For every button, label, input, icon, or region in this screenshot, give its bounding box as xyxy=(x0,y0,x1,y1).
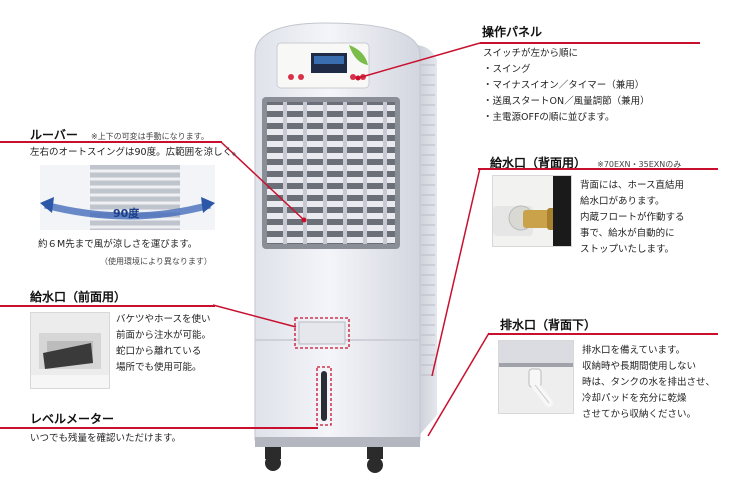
louver-title: ルーバー xyxy=(30,128,78,142)
panel-line-1: スイッチが左から順に xyxy=(483,48,579,59)
level-underline xyxy=(0,427,318,429)
drain-line-2: 収納時や長期間使用しない xyxy=(582,361,697,372)
inlet-back-note: ※70EXN・35EXNのみ xyxy=(597,160,682,169)
louver-distance: 約６M先まで風が涼しさを運びます。 xyxy=(38,239,198,250)
panel-description: スイッチが左から順に ・スイング ・マイナスイオン／タイマー（兼用） ・送風スタ… xyxy=(483,46,723,126)
louver-description: 左右のオートスイングは90度。広範囲を涼しく。 xyxy=(30,147,242,158)
drain-description: 排水口を備えています。 収納時や長期間使用しない 時は、タンクの水を排出させ、 … xyxy=(582,343,730,423)
louver-distance-note: （使用環境により異なります） xyxy=(100,257,212,266)
inlet-front-description: バケツやホースを使い 前面から注水が可能。 蛇口から離れている 場所でも使用可能… xyxy=(116,312,236,376)
drain-leader-line xyxy=(427,332,490,437)
panel-leader-line xyxy=(355,42,481,81)
level-title: レベルメーター xyxy=(30,412,115,426)
inlet-back-title: 給水口（背面用） xyxy=(490,156,587,170)
panel-line-3: ・マイナスイオン／タイマー（兼用） xyxy=(483,80,645,91)
inlet-back-line-2: 給水口があります。 xyxy=(580,196,665,207)
louver-angle-label: 90度 xyxy=(113,207,140,220)
drain-underline xyxy=(488,333,718,335)
louver-leader-line xyxy=(220,141,307,223)
inlet-front-line-1: バケツやホースを使い xyxy=(116,314,211,325)
inlet-back-line-1: 背面には、ホース直結用 xyxy=(580,180,685,191)
drain-line-3: 時は、タンクの水を排出させ、 xyxy=(582,377,716,388)
louver-heading: ルーバー ※上下の可変は手動になります。 xyxy=(30,124,209,143)
inlet-back-line-5: ストップいたします。 xyxy=(580,244,675,255)
inlet-back-heading: 給水口（背面用） ※70EXN・35EXNのみ xyxy=(490,152,681,171)
inlet-front-photo xyxy=(30,312,110,389)
drain-title: 排水口（背面下） xyxy=(500,318,597,332)
drain-line-4: 冷却パッドを充分に乾燥 xyxy=(582,393,687,404)
inlet-front-line-2: 前面から注水が可能。 xyxy=(116,330,212,341)
inlet-back-photo xyxy=(492,175,572,247)
inlet-back-leader-line xyxy=(431,167,481,377)
panel-underline xyxy=(480,42,700,44)
louver-underline xyxy=(0,141,222,143)
panel-line-5: ・主電源OFFの順に並びます。 xyxy=(483,112,615,123)
inlet-back-description: 背面には、ホース直結用 給水口があります。 内蔵フロートが作動する 事で、給水が… xyxy=(580,178,730,258)
air-cooler-illustration xyxy=(254,22,437,473)
inlet-front-line-3: 蛇口から離れている xyxy=(116,346,202,357)
inlet-back-underline xyxy=(478,168,718,170)
inlet-front-leader-line xyxy=(212,304,297,328)
level-description: いつでも残量を確認いただけます。 xyxy=(30,433,182,444)
inlet-front-title: 給水口（前面用） xyxy=(30,290,127,304)
louver-note: ※上下の可変は手動になります。 xyxy=(90,132,209,141)
inlet-back-line-3: 内蔵フロートが作動する xyxy=(580,212,685,223)
drain-line-1: 排水口を備えています。 xyxy=(582,345,686,356)
inlet-front-line-4: 場所でも使用可能。 xyxy=(116,362,202,373)
panel-line-4: ・送風スタートON／風量調節（兼用） xyxy=(483,96,650,107)
panel-line-2: ・スイング xyxy=(483,64,531,75)
louver-swing-photo xyxy=(40,165,215,230)
drain-line-5: させてから収納ください。 xyxy=(582,409,697,420)
panel-title: 操作パネル xyxy=(482,25,543,39)
inlet-front-underline xyxy=(0,305,215,307)
drain-photo xyxy=(498,340,574,414)
inlet-back-line-4: 事で、給水が自動的に xyxy=(580,228,675,239)
